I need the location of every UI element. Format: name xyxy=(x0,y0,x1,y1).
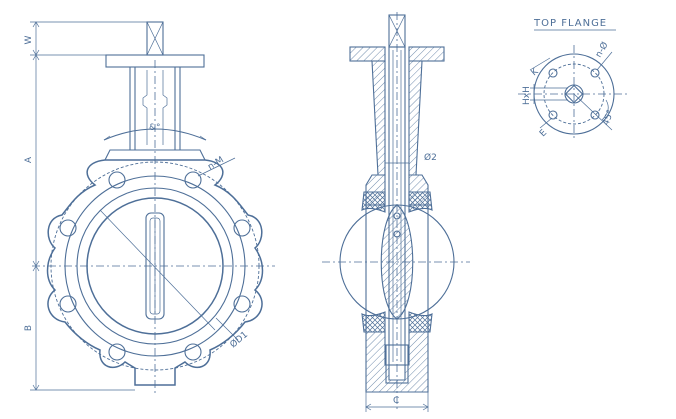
top-flange-view xyxy=(518,45,630,140)
label-c: C xyxy=(393,396,399,406)
label-k: K xyxy=(530,66,542,78)
label-hxh: HxH xyxy=(522,86,532,105)
label-angle: &° xyxy=(149,123,161,133)
front-dimensions xyxy=(30,21,147,391)
label-e: E xyxy=(538,128,549,139)
front-view xyxy=(32,21,275,395)
label-d2: Ø2 xyxy=(424,152,437,163)
label-d1: ØD1 xyxy=(228,329,250,350)
top-flange-title: TOP FLANGE xyxy=(533,18,607,29)
label-45-deg: 45° xyxy=(601,109,616,127)
section-view xyxy=(322,12,470,410)
c-dimension xyxy=(365,392,429,412)
label-a: A xyxy=(24,156,34,163)
label-w: W xyxy=(24,35,34,44)
label-b: B xyxy=(24,325,34,331)
